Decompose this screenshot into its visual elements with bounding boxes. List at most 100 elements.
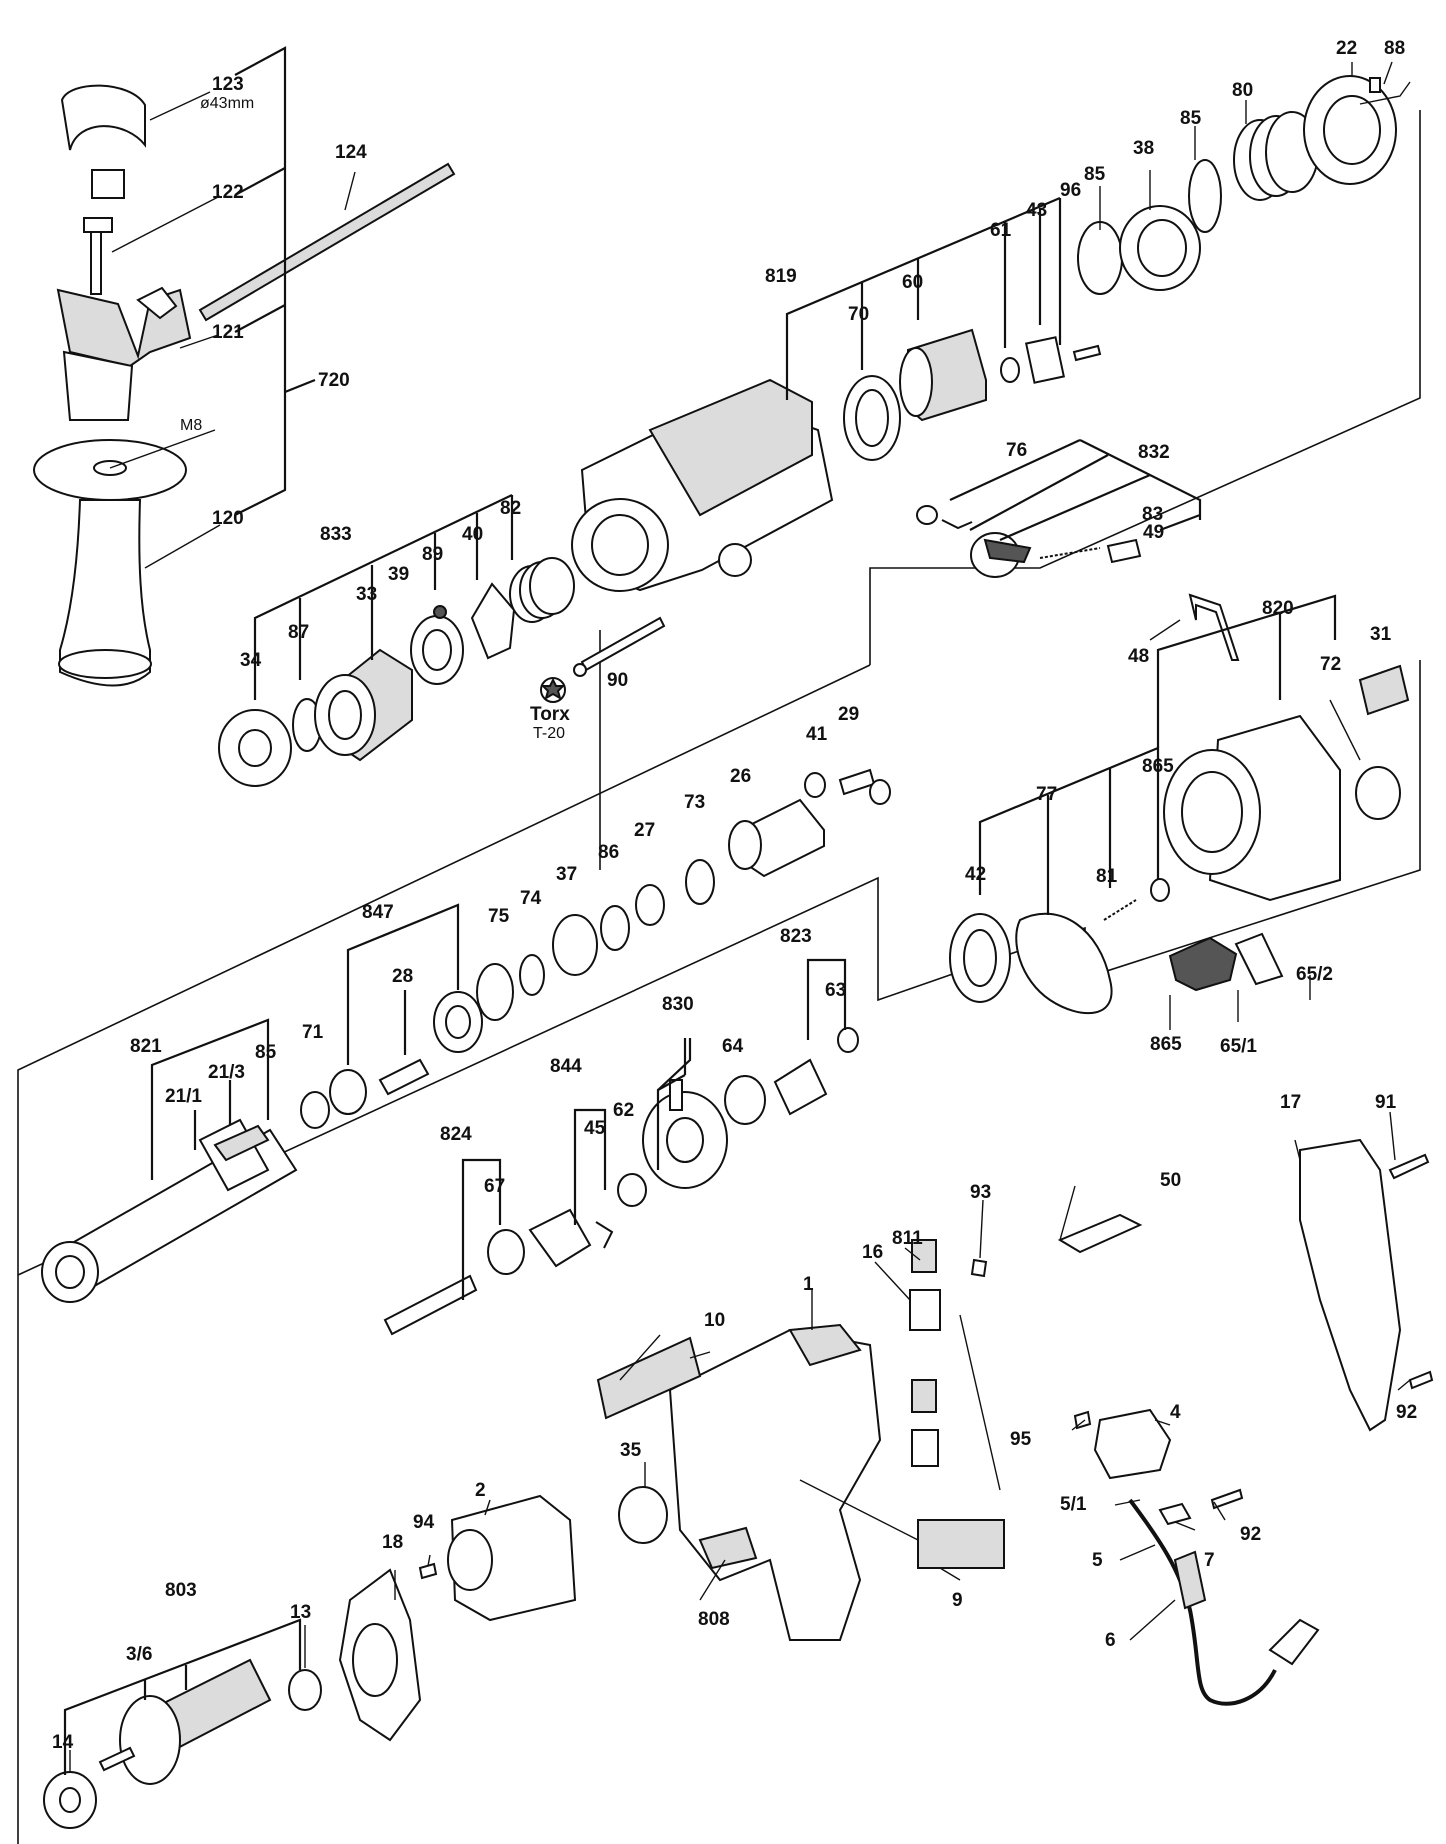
part-96-screw: [1072, 344, 1102, 362]
part-2-stator: [450, 1494, 577, 1622]
part-85-ring-a: [1077, 221, 1123, 295]
label-50: 50: [1160, 1170, 1181, 1191]
label-93: 93: [970, 1182, 991, 1203]
label-86: 86: [598, 842, 619, 863]
label-720: 720: [318, 370, 350, 391]
label-43: 43: [1026, 200, 1047, 221]
part-72-ring: [1355, 766, 1401, 820]
part-76-lever: [983, 538, 1032, 564]
part-2-bore: [447, 1529, 493, 1591]
label-35: 35: [620, 1440, 642, 1461]
part-64-needle: [724, 1075, 766, 1125]
part-39-hole: [422, 629, 452, 671]
part-73-oring: [685, 859, 715, 905]
part-121-knob: [136, 286, 178, 320]
part-45-clip: [595, 1221, 614, 1249]
drive-parts: [383, 1027, 859, 1336]
part-labels: 123 ø43mm 122 121 720 M8 120 124 819 70 …: [52, 38, 1417, 1753]
part-31-contact: [1358, 664, 1410, 716]
label-41: 41: [806, 724, 828, 745]
part-81-spring: [1103, 899, 1137, 921]
part-93-screw: [970, 1258, 988, 1278]
part-41-ring: [804, 772, 826, 798]
label-17: 17: [1280, 1092, 1301, 1113]
label-2: 2: [475, 1480, 486, 1501]
leaders-aux: [109, 91, 356, 569]
part-122-wing: [83, 217, 113, 233]
motor-parts: [43, 1494, 577, 1829]
part-847-hole: [445, 1005, 471, 1039]
label-833: 833: [320, 524, 352, 545]
part-808-plate: [698, 1526, 758, 1570]
part-847-washer: [329, 1069, 367, 1115]
part-92-screw-b: [1210, 1488, 1244, 1510]
label-33: 33: [356, 584, 377, 605]
part-844-yoke: [528, 1208, 592, 1268]
label-38: 38: [1133, 138, 1154, 159]
part-70-inner: [855, 389, 889, 447]
label-71: 71: [302, 1022, 324, 1043]
part-76-clip: [941, 519, 973, 530]
label-62: 62: [613, 1100, 634, 1121]
part-16-holder-b: [911, 1429, 939, 1467]
bracket-820: [978, 594, 1337, 915]
label-torx: Torx: [530, 704, 570, 725]
label-92-b: 92: [1240, 1524, 1261, 1545]
label-85-c: 85: [255, 1042, 277, 1063]
label-74: 74: [520, 888, 542, 909]
label-45: 45: [584, 1118, 606, 1139]
label-26: 26: [730, 766, 751, 787]
part-35-cap: [618, 1486, 668, 1544]
label-9: 9: [952, 1590, 963, 1611]
label-60: 60: [902, 272, 923, 293]
label-85-b: 85: [1180, 108, 1202, 129]
label-88: 88: [1384, 38, 1405, 59]
part-50-lever: [1057, 1213, 1143, 1254]
part-820-bore: [1181, 771, 1243, 853]
part-85-ring-b: [1188, 159, 1222, 233]
part-824-shaft: [383, 1274, 478, 1336]
label-42: 42: [965, 864, 986, 885]
label-75: 75: [488, 906, 510, 927]
part-821-bore: [55, 1255, 85, 1289]
bracket-803: [63, 1618, 302, 1775]
bracket-drive: [461, 958, 847, 1300]
part-122-shank: [90, 231, 102, 295]
part-5-cable: [1128, 1498, 1277, 1706]
label-34: 34: [240, 650, 262, 671]
part-88-pin: [1369, 77, 1381, 93]
label-120: 120: [212, 508, 244, 529]
part-barrel-ribs: [648, 378, 813, 517]
part-811-brush-b: [911, 1379, 937, 1413]
part-92-screw: [1408, 1370, 1434, 1390]
label-64: 64: [722, 1036, 744, 1057]
label-63: 63: [825, 980, 846, 1001]
part-123-collar: [60, 84, 146, 151]
label-80: 80: [1232, 80, 1253, 101]
part-barrel-bore: [591, 514, 649, 576]
label-821: 821: [130, 1036, 162, 1057]
label-6: 6: [1105, 1630, 1116, 1651]
label-21-1: 21/1: [165, 1086, 202, 1107]
part-830-hole: [666, 1117, 704, 1163]
label-40: 40: [462, 524, 483, 545]
part-7-clamp: [1158, 1502, 1192, 1526]
part-60-end: [899, 347, 933, 417]
part-94-screw: [418, 1562, 438, 1580]
label-torx-size: T-20: [533, 725, 565, 742]
part-6-plug: [1268, 1618, 1320, 1666]
part-42-bore: [963, 929, 997, 987]
part-48-clip: [1188, 593, 1240, 661]
label-3-6: 3/6: [126, 1644, 152, 1665]
section-boundaries: [17, 110, 1421, 1844]
torx-star-icon: [540, 677, 566, 701]
label-10: 10: [704, 1310, 725, 1331]
label-96: 96: [1060, 180, 1081, 201]
label-92-a: 92: [1396, 1402, 1417, 1423]
label-81: 81: [1096, 866, 1118, 887]
part-63-bush: [837, 1027, 859, 1053]
part-75-oring: [476, 963, 514, 1021]
label-85-a: 85: [1084, 164, 1106, 185]
part-1-vents: [788, 1323, 862, 1367]
